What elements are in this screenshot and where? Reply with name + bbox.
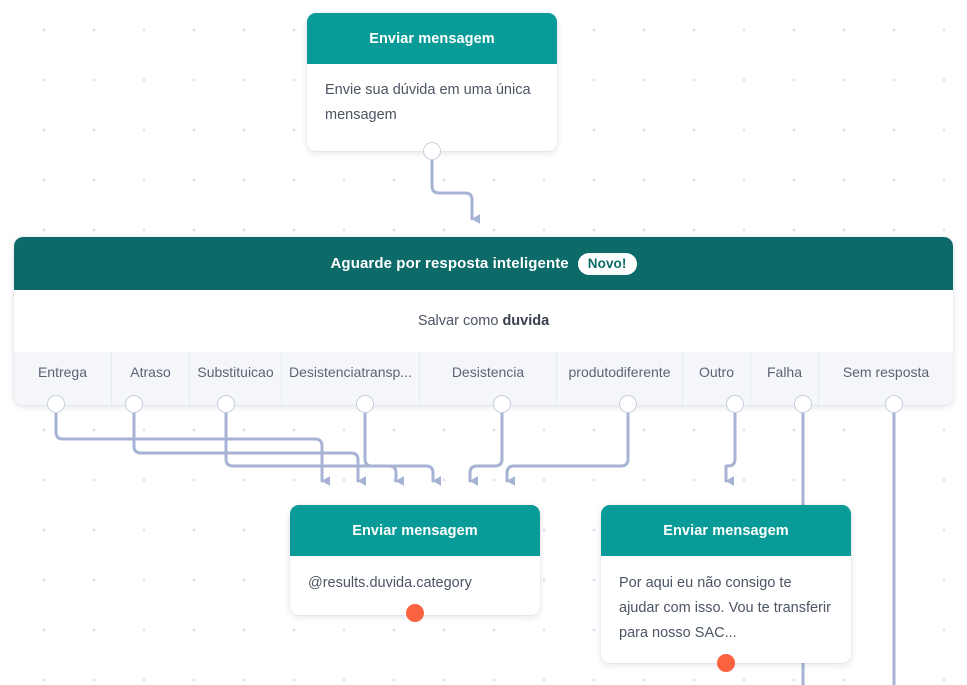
outputs-strip: Entrega Atraso Substituicao Desistenciatran… [14, 352, 953, 405]
port-output-send-message-right[interactable] [717, 654, 735, 672]
output-cell[interactable]: Substituicao [189, 352, 281, 405]
output-label: Falha [766, 364, 803, 380]
output-label: Atraso [130, 364, 171, 380]
output-cell[interactable]: Sem resposta [818, 352, 953, 405]
node-wait-smart-answer[interactable]: Aguarde por resposta inteligente Novo! S… [14, 237, 953, 405]
node-send-message-left[interactable]: Enviar mensagem @results.duvida.category [290, 505, 540, 615]
port-output-atraso[interactable] [125, 395, 143, 413]
output-label: Sem resposta [842, 364, 930, 380]
port-output-desistencia[interactable] [493, 395, 511, 413]
port-output-sem-resposta[interactable] [885, 395, 903, 413]
port-output-send-message-top[interactable] [423, 142, 441, 160]
edge-atraso [132, 402, 367, 486]
output-cell[interactable]: produtodiferente [556, 352, 682, 405]
node-header: Aguarde por resposta inteligente Novo! [14, 237, 953, 290]
edge-entrega [54, 402, 331, 486]
port-output-entrega[interactable] [47, 395, 65, 413]
badge-novo: Novo! [577, 252, 637, 275]
node-header-title: Enviar mensagem [307, 13, 557, 64]
output-cell[interactable]: Outro [682, 352, 750, 405]
node-header-title: Aguarde por resposta inteligente [330, 255, 569, 272]
port-output-desistenciatransp[interactable] [356, 395, 374, 413]
edge-send1-to-wait [430, 150, 481, 224]
node-send-message-right[interactable]: Enviar mensagem Por aqui eu não consigo … [601, 505, 851, 663]
node-body-save-as: Salvar como duvida [14, 290, 953, 352]
save-as-label: Salvar como [417, 313, 499, 329]
node-send-message-top[interactable]: Enviar mensagem Envie sua dúvida em uma … [307, 13, 557, 160]
node-header-title: Enviar mensagem [290, 505, 540, 556]
output-label: Entrega [37, 364, 88, 380]
output-cell[interactable]: Desistencia [419, 352, 556, 405]
node-header-title: Enviar mensagem [601, 505, 851, 556]
edge-desistenciatransp [363, 402, 442, 486]
output-cell[interactable]: Entrega [14, 352, 111, 405]
port-output-send-message-left[interactable] [406, 604, 424, 622]
port-output-produtodiferente[interactable] [619, 395, 637, 413]
edge-desistencia [468, 402, 504, 486]
save-as-variable: duvida [502, 313, 550, 329]
port-output-substituicao[interactable] [217, 395, 235, 413]
output-label: produtodiferente [568, 364, 671, 380]
node-body-text: @results.duvida.category [308, 575, 472, 591]
output-cell[interactable]: Falha [750, 352, 818, 405]
port-output-outro[interactable] [726, 395, 744, 413]
output-label: Desistenciatransp... [289, 364, 412, 380]
edge-produtodiferente [505, 402, 630, 486]
node-body-text: Envie sua dúvida em uma única mensagem [325, 82, 531, 123]
output-label: Outro [698, 364, 734, 380]
node-body-text: Por aqui eu não consigo te ajudar com is… [619, 575, 831, 641]
output-label: Substituicao [197, 364, 274, 380]
output-cell[interactable]: Atraso [111, 352, 189, 405]
output-cell[interactable]: Desistenciatransp... [281, 352, 419, 405]
edge-outro [724, 402, 737, 486]
edge-substituicao [224, 402, 405, 486]
port-output-falha[interactable] [794, 395, 812, 413]
output-label: Desistencia [451, 364, 525, 380]
